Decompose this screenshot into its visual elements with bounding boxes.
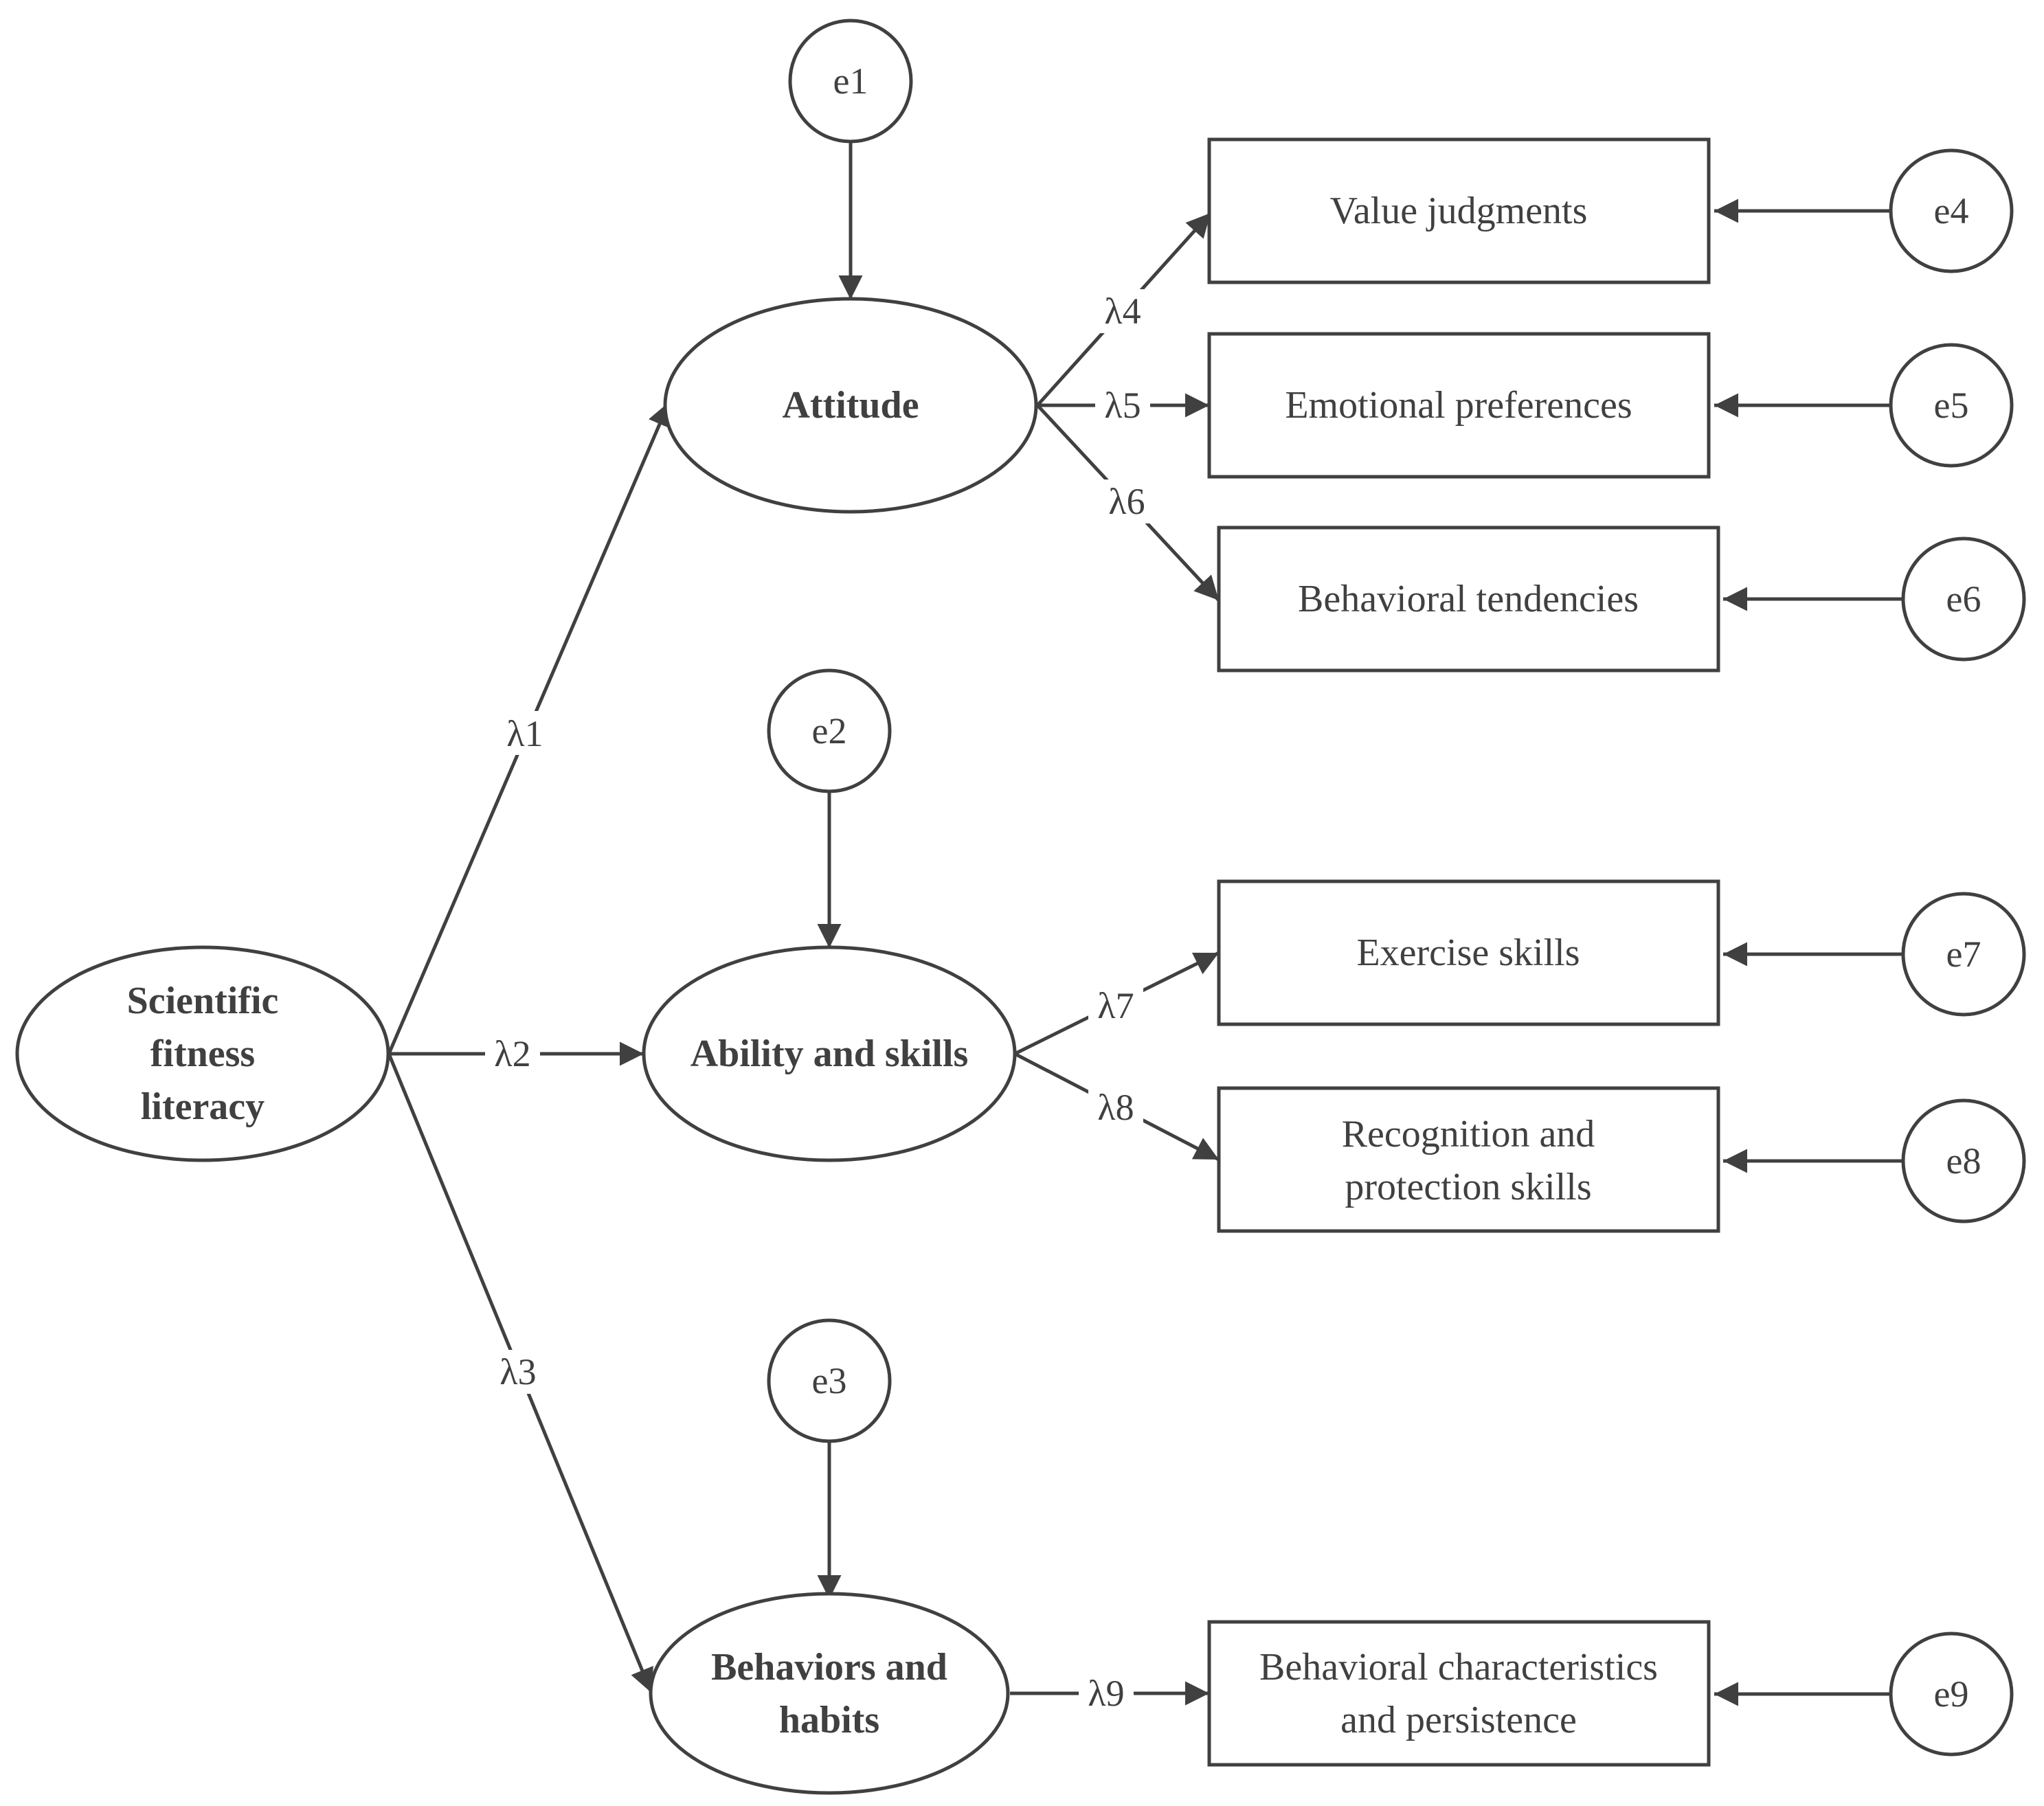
- observed-behavioral-tend-label: Behavioral tendencies: [1298, 578, 1639, 620]
- latent-attitude: Attitude: [663, 297, 1038, 514]
- error-e6-label: e6: [1946, 578, 1981, 620]
- error-e8-label: e8: [1946, 1140, 1981, 1182]
- loading-label-l4: λ4: [1095, 289, 1150, 333]
- loading-l1-text: λ1: [506, 713, 543, 754]
- observed-recognition-line-2: protection skills: [1345, 1166, 1591, 1208]
- loading-labels: λ1 λ2 λ3 λ4 λ5 λ6 λ7 λ8: [485, 289, 1154, 1715]
- error-e9: e9: [1889, 1632, 2014, 1757]
- error-e4-label: e4: [1934, 190, 1969, 232]
- latent-sfl-line-1: Scientific: [127, 980, 279, 1022]
- loading-l8-text: λ8: [1097, 1087, 1134, 1128]
- loading-label-l8: λ8: [1088, 1085, 1143, 1129]
- observed-recognition-protection: Recognition and protection skills: [1217, 1086, 1720, 1233]
- loading-l4-text: λ4: [1104, 291, 1141, 332]
- observed-value-label: Value judgments: [1330, 190, 1588, 232]
- loading-label-l7: λ7: [1088, 984, 1143, 1028]
- loading-label-l3: λ3: [491, 1350, 546, 1394]
- loading-l2-text: λ2: [494, 1033, 530, 1074]
- error-e9-label: e9: [1934, 1673, 1969, 1715]
- observed-behavioral-char-line-1: Behavioral characteristics: [1259, 1646, 1658, 1689]
- observed-exercise-label: Exercise skills: [1356, 932, 1580, 974]
- latent-attitude-label: Attitude: [782, 384, 919, 427]
- loading-label-l2: λ2: [485, 1032, 540, 1076]
- error-e5-label: e5: [1934, 385, 1969, 426]
- error-e3: e3: [767, 1318, 892, 1443]
- error-e1-label: e1: [833, 60, 868, 102]
- latent-sfl-line-2: fitness: [150, 1032, 255, 1075]
- latent-behaviors-line-1: Behaviors and: [711, 1646, 947, 1689]
- loading-label-l9: λ9: [1079, 1671, 1134, 1715]
- error-e6: e6: [1901, 537, 2026, 662]
- latent-behaviors-line-2: habits: [779, 1699, 879, 1741]
- error-e7-label: e7: [1946, 934, 1981, 975]
- loading-l6-text: λ6: [1108, 481, 1145, 522]
- latent-behaviors: Behaviors and habits: [649, 1592, 1010, 1795]
- loading-l7-text: λ7: [1097, 985, 1134, 1026]
- observed-behavioral-characteristics: Behavioral characteristics and persisten…: [1207, 1620, 1711, 1767]
- loading-l9-text: λ9: [1088, 1673, 1124, 1714]
- error-e7: e7: [1901, 892, 2026, 1017]
- observed-behavioral-tendencies: Behavioral tendencies: [1217, 526, 1720, 673]
- loading-label-l6: λ6: [1099, 479, 1154, 523]
- error-e1: e1: [788, 19, 913, 144]
- loading-l5-text: λ5: [1104, 385, 1141, 426]
- error-e2: e2: [767, 668, 892, 793]
- loading-label-l1: λ1: [497, 711, 552, 755]
- error-e2-label: e2: [812, 710, 847, 752]
- latent-ability: Ability and skills: [642, 945, 1017, 1162]
- observed-value-judgments: Value judgments: [1207, 137, 1711, 284]
- latent-sfl: Scientific fitness literacy: [15, 945, 390, 1162]
- loading-l3-text: λ3: [499, 1351, 536, 1392]
- observed-recognition-line-1: Recognition and: [1342, 1113, 1595, 1155]
- observed-exercise-skills: Exercise skills: [1217, 879, 1720, 1026]
- error-e5: e5: [1889, 343, 2014, 468]
- error-e4: e4: [1889, 148, 2014, 273]
- observed-behavioral-char-line-2: and persistence: [1340, 1699, 1577, 1741]
- latent-ability-label: Ability and skills: [690, 1032, 969, 1075]
- observed-emotional-preferences: Emotional preferences: [1207, 332, 1711, 479]
- error-e8: e8: [1901, 1098, 2026, 1223]
- error-e3-label: e3: [812, 1360, 847, 1401]
- loading-label-l5: λ5: [1095, 383, 1150, 427]
- latent-sfl-line-3: literacy: [141, 1085, 265, 1128]
- observed-emotional-label: Emotional preferences: [1285, 384, 1632, 427]
